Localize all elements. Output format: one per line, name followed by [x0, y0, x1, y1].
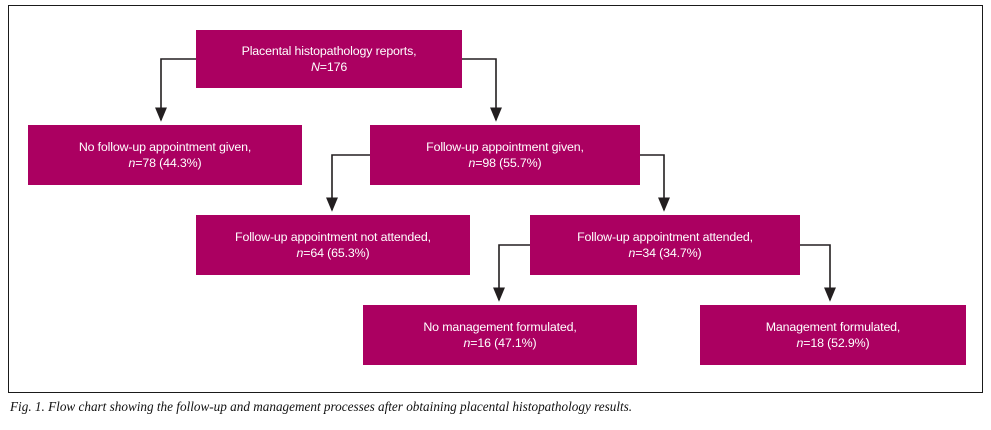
node-stat: n=78 (44.3%): [129, 155, 202, 171]
node-no-follow-up-appointment-given: No follow-up appointment given, n=78 (44…: [28, 125, 302, 185]
node-stat: n=34 (34.7%): [629, 245, 702, 261]
node-stat-value: =78 (44.3%): [135, 156, 202, 170]
node-stat: n=16 (47.1%): [464, 335, 537, 351]
node-no-management-formulated: No management formulated, n=16 (47.1%): [363, 305, 637, 365]
node-label: Placental histopathology reports,: [241, 44, 417, 58]
node-stat-symbol: n: [468, 156, 476, 170]
node-follow-up-appointment-not-attended: Follow-up appointment not attended, n=64…: [196, 215, 470, 275]
node-label: No follow-up appointment given,: [78, 140, 252, 154]
node-stat-value: =64 (65.3%): [303, 246, 370, 260]
node-stat-value: =98 (55.7%): [475, 156, 542, 170]
node-label: Management formulated,: [765, 320, 901, 334]
node-follow-up-appointment-given: Follow-up appointment given, n=98 (55.7%…: [370, 125, 640, 185]
edge-attended-to-no-management: [493, 244, 530, 302]
flow-chart: Placental histopathology reports, N=176 …: [28, 30, 966, 365]
edge-followup-to-attended: [640, 154, 670, 212]
node-stat: n=64 (65.3%): [297, 245, 370, 261]
node-stat-symbol: N: [310, 60, 320, 74]
node-stat-symbol: n: [628, 246, 636, 260]
node-stat: n=98 (55.7%): [469, 155, 542, 171]
node-stat-symbol: n: [796, 336, 804, 350]
node-label: Follow-up appointment attended,: [577, 230, 753, 244]
node-stat-symbol: n: [296, 246, 304, 260]
node-label: No management formulated,: [423, 320, 577, 334]
node-stat-value: =16 (47.1%): [470, 336, 537, 350]
edge-root-to-followup: [462, 58, 502, 122]
node-stat-value: =34 (34.7%): [635, 246, 702, 260]
node-stat-symbol: n: [463, 336, 471, 350]
node-label: Follow-up appointment given,: [426, 140, 584, 154]
figure-caption: Fig. 1. Flow chart showing the follow-up…: [10, 399, 633, 414]
node-stat-value: =176: [319, 60, 348, 74]
node-stat: N=176: [311, 59, 347, 75]
edge-attended-to-management: [800, 244, 836, 302]
node-stat-value: =18 (52.9%): [803, 336, 870, 350]
edge-root-to-no-followup: [155, 58, 196, 122]
node-follow-up-appointment-attended: Follow-up appointment attended, n=34 (34…: [530, 215, 800, 275]
node-management-formulated: Management formulated, n=18 (52.9%): [700, 305, 966, 365]
node-stat: n=18 (52.9%): [797, 335, 870, 351]
node-placental-histopathology-reports: Placental histopathology reports, N=176: [196, 30, 462, 88]
edge-followup-to-not-attended: [326, 154, 370, 212]
node-label: Follow-up appointment not attended,: [235, 230, 431, 244]
node-stat-symbol: n: [128, 156, 136, 170]
